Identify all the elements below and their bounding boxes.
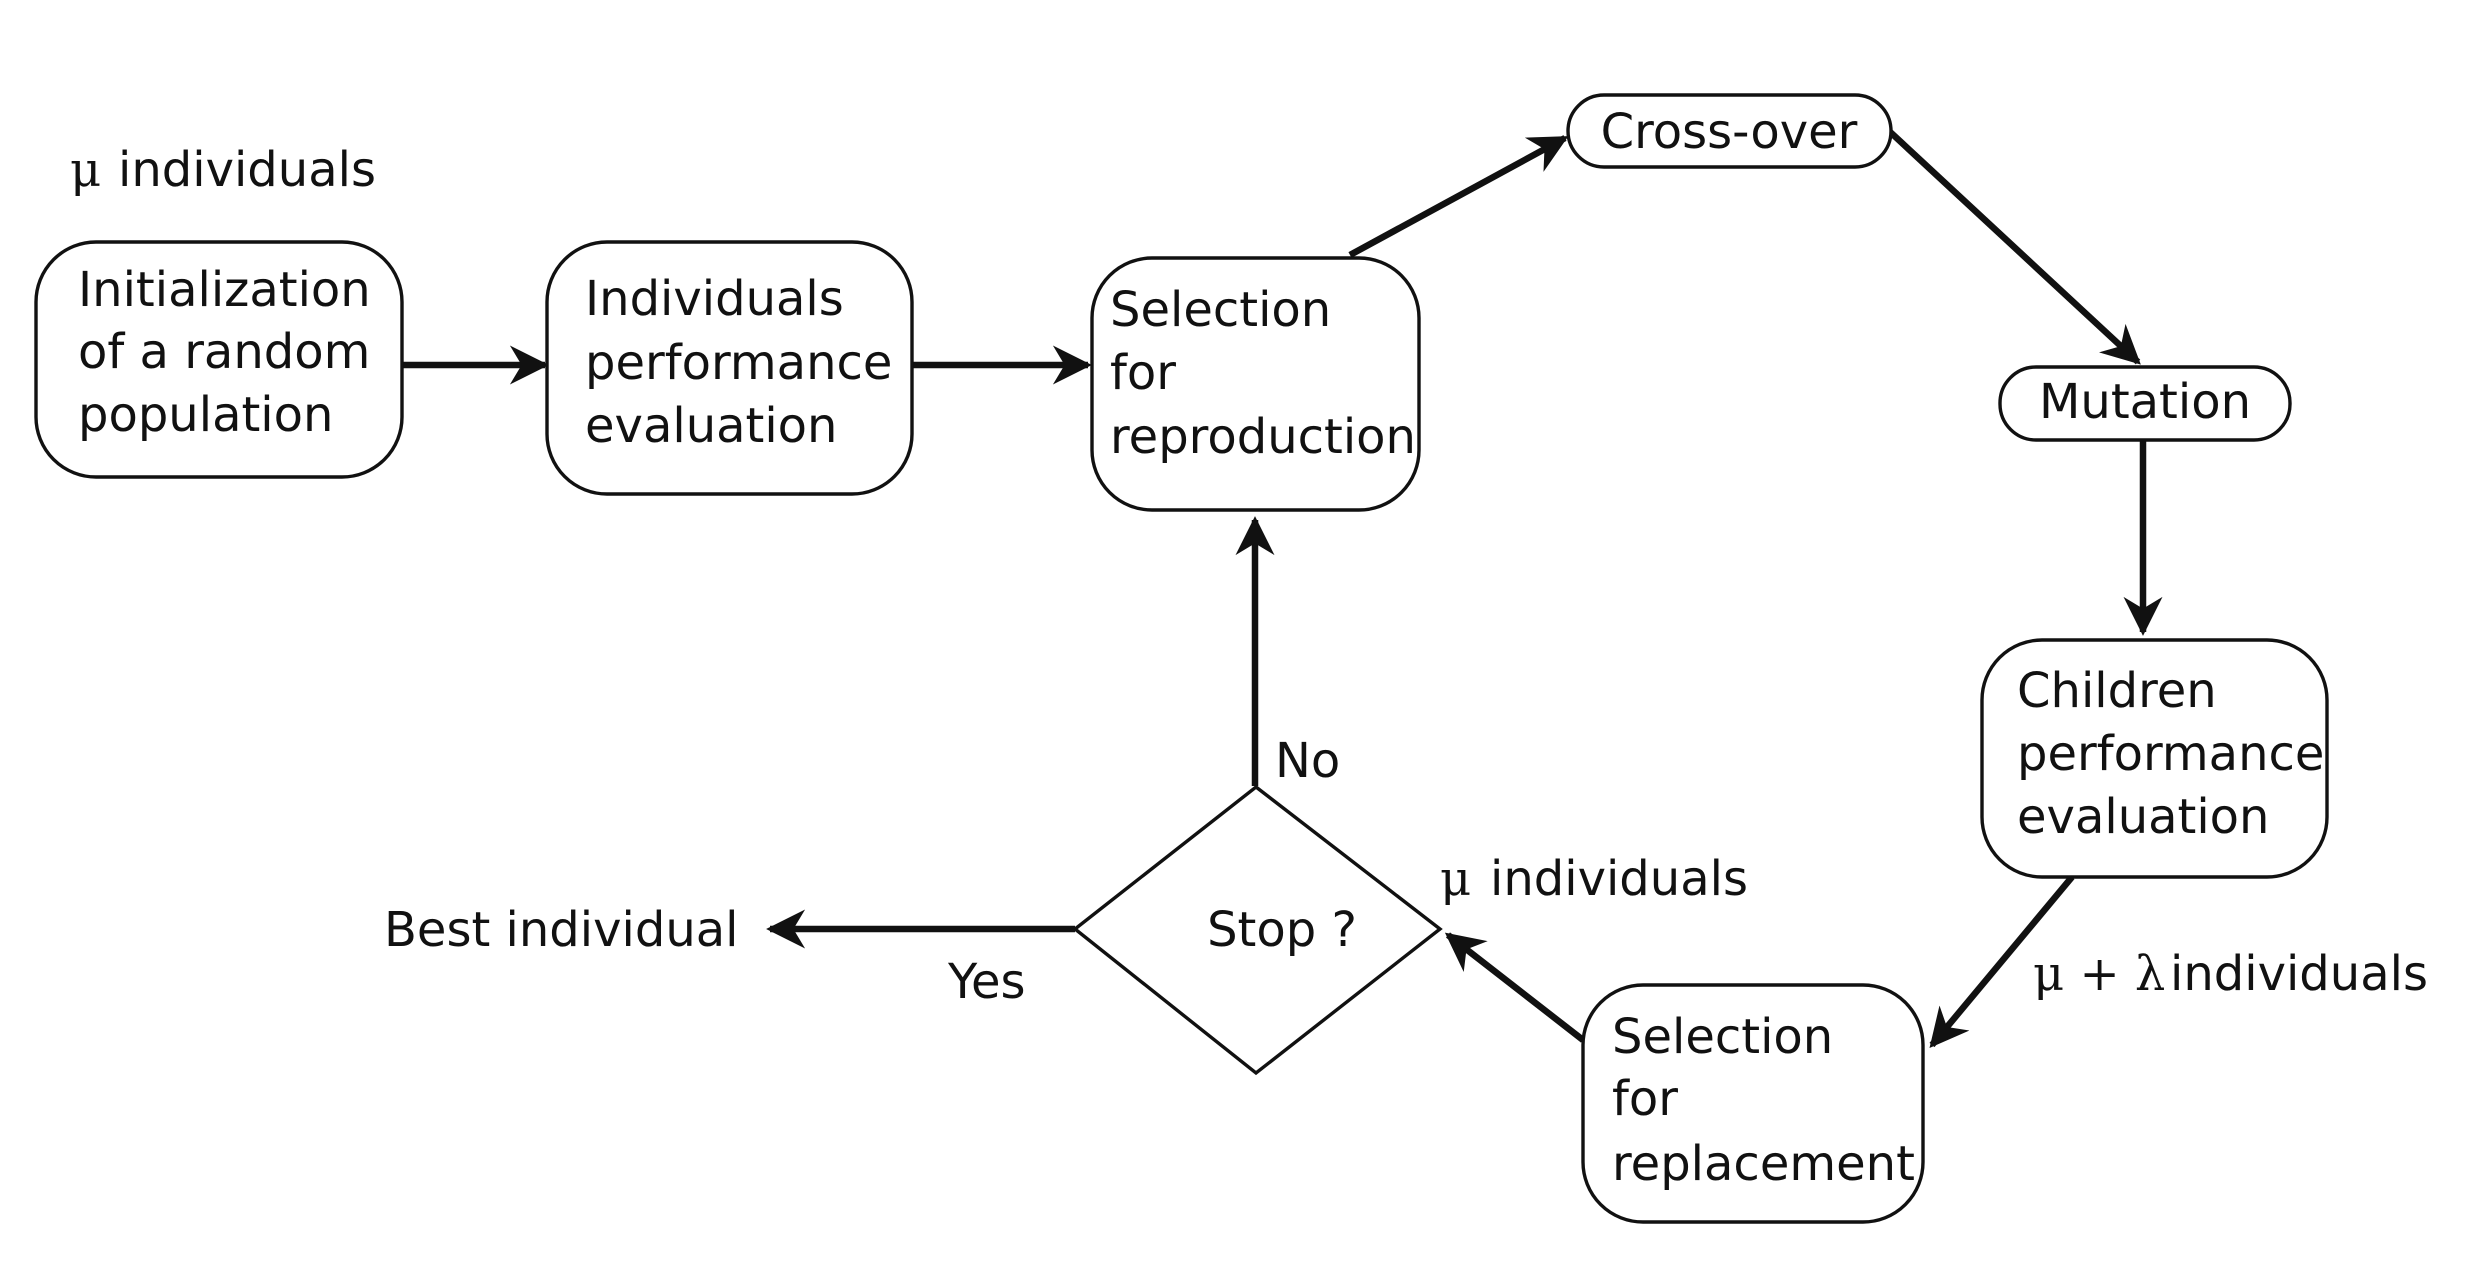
annotation-mu-lambda-symbol: μ + λ — [2033, 946, 2165, 1002]
node-children-evaluation-box — [1980, 638, 2329, 879]
node-individuals-evaluation-box — [545, 240, 914, 496]
node-selection-for-replacement-line-1: Selection — [1612, 1009, 1833, 1065]
node-initialization: Initialization of a random population — [34, 240, 404, 479]
node-cross-over-label: Cross-over — [1601, 104, 1858, 160]
edges — [402, 127, 2163, 1048]
annotation-best-individual: Best individual — [384, 902, 739, 958]
node-stop-decision-diamond — [1072, 784, 1443, 1076]
node-selection-for-replacement-line-2: for — [1612, 1071, 1678, 1127]
annotation-mu-top: μ individuals — [70, 142, 376, 198]
node-individuals-evaluation-line-1: Individuals — [585, 271, 844, 327]
node-selection-for-reproduction-line-3: reproduction — [1110, 409, 1416, 465]
node-initialization-line-2: of a random — [78, 324, 370, 380]
node-children-evaluation: Children performance evaluation — [1980, 638, 2329, 879]
node-selection-for-reproduction-line-2: for — [1110, 345, 1176, 401]
node-mutation-label: Mutation — [2039, 374, 2251, 430]
edge-crossover-to-mutation — [1885, 127, 2141, 365]
node-selection-for-replacement: Selection for replacement — [1581, 983, 1925, 1224]
node-initialization-line-1: Initialization — [78, 262, 371, 318]
node-cross-over-box — [1566, 93, 1893, 169]
annotation-mu-mid-text: individuals — [1490, 851, 1748, 907]
node-selection-for-replacement-box — [1581, 983, 1925, 1224]
annotation-mu-mid-symbol: μ — [1440, 851, 1471, 907]
annotation-mu-top-symbol: μ — [70, 142, 101, 198]
node-selection-for-reproduction: Selection for reproduction — [1090, 256, 1421, 512]
node-initialization-line-3: population — [78, 387, 333, 443]
node-stop-decision: Stop ? — [1072, 784, 1443, 1076]
annotation-mu-lambda-text: individuals — [2170, 946, 2428, 1002]
node-cross-over: Cross-over — [1566, 93, 1893, 169]
annotation-yes: Yes — [947, 954, 1025, 1010]
node-mutation: Mutation — [1998, 365, 2292, 442]
edge-children-eval-to-sel-replace — [1929, 874, 2075, 1048]
node-selection-for-replacement-line-3: replacement — [1612, 1136, 1915, 1192]
node-stop-decision-label: Stop ? — [1207, 902, 1357, 958]
node-individuals-evaluation-line-2: performance — [585, 335, 892, 391]
node-initialization-box — [34, 240, 404, 479]
node-children-evaluation-line-3: evaluation — [2017, 789, 2269, 845]
annotation-mu-mid: μ individuals — [1440, 851, 1748, 907]
node-selection-for-reproduction-line-1: Selection — [1110, 282, 1331, 338]
node-mutation-box — [1998, 365, 2292, 442]
edge-sel-repro-to-crossover — [1348, 135, 1569, 258]
node-individuals-evaluation-line-3: evaluation — [585, 398, 837, 454]
node-selection-for-reproduction-box — [1090, 256, 1421, 512]
node-children-evaluation-line-2: performance — [2017, 726, 2324, 782]
annotation-no: No — [1275, 733, 1340, 789]
node-children-evaluation-line-1: Children — [2017, 663, 2217, 719]
node-individuals-evaluation: Individuals performance evaluation — [545, 240, 914, 496]
annotation-mu-lambda: μ + λ individuals — [2033, 946, 2428, 1002]
annotation-mu-top-text: individuals — [118, 142, 376, 198]
edge-sel-replace-to-stop — [1444, 932, 1585, 1043]
